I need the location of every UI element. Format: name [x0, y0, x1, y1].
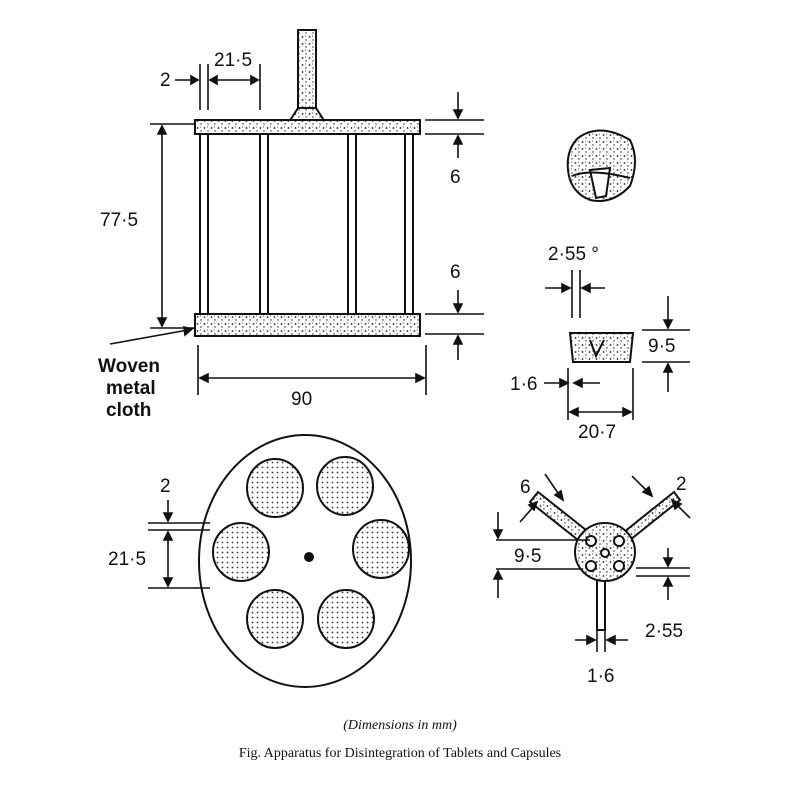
plate-plan-view — [198, 434, 412, 688]
woven-metal-cloth-label-1: Woven — [98, 356, 160, 377]
disc-plan-height-label: 9·5 — [514, 546, 541, 567]
basket-height-dim-label: 77·5 — [100, 210, 138, 231]
top-plate — [194, 119, 421, 135]
stem — [287, 29, 327, 126]
disc-height-dim-label: 9·5 — [648, 336, 675, 357]
disc-side-view — [544, 270, 690, 420]
disc-plan-view — [528, 490, 682, 631]
plate-dimension-lines — [425, 92, 484, 360]
plate-hole-5 — [246, 589, 304, 649]
disc-plan-groove-left-label: 6 — [520, 477, 531, 498]
disc-plan-right-label: 2·55 — [645, 621, 683, 642]
woven-metal-cloth-label-2: metal — [106, 378, 156, 399]
plate-hole-3 — [212, 522, 270, 582]
width-dimension — [197, 345, 427, 395]
tubes — [199, 134, 414, 314]
disc-plan-groove-right-label: 2 — [676, 474, 687, 495]
plate-hole-6 — [317, 589, 375, 649]
dimensions-note: (Dimensions in mm) — [343, 718, 457, 733]
mesh-arrow — [109, 325, 194, 345]
disc-left-dim-label: 1·6 — [510, 374, 537, 395]
top-plate-dim-label: 6 — [450, 167, 461, 188]
disc-top-dim-label: 2·55 ° — [548, 244, 599, 265]
disc-plan-dimension-lines — [492, 473, 691, 652]
disc-width-dim-label: 20·7 — [578, 422, 616, 443]
plate-center-hole — [304, 552, 314, 562]
disc-perspective-view — [566, 129, 636, 202]
plate-gap-dim-label: 2 — [160, 476, 171, 497]
basket-side-view — [109, 29, 484, 395]
plate-hole-4 — [352, 519, 410, 579]
basket-rod-dim-label: 2 — [160, 70, 171, 91]
figure-caption: Fig. Apparatus for Disintegration of Tab… — [238, 746, 562, 761]
rod-dimension — [175, 64, 209, 110]
bottom-plate-dim-label: 6 — [450, 262, 461, 283]
spacing-dimension — [208, 64, 261, 110]
plate-dimension-lines — [148, 500, 210, 589]
basket-width-dim-label: 90 — [291, 389, 312, 410]
woven-metal-cloth-label-3: cloth — [106, 400, 151, 421]
basket-spacing-dim-label: 21·5 — [214, 50, 252, 71]
bottom-plate — [194, 313, 421, 337]
height-dimension — [150, 123, 195, 329]
plate-diameter-dim-label: 21·5 — [108, 549, 146, 570]
plate-hole-1 — [246, 458, 304, 518]
plate-hole-2 — [316, 456, 374, 516]
disc-plan-bottom-label: 1·6 — [587, 666, 614, 687]
